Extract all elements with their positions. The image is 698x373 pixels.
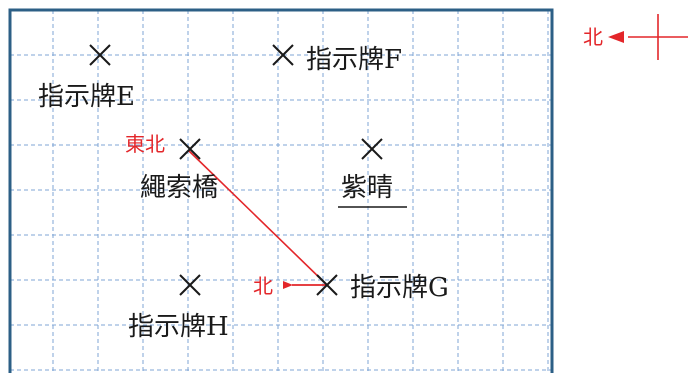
- grid: [10, 10, 552, 373]
- sign-h-label: 指示牌H: [128, 312, 229, 342]
- compass-arrow-icon: [608, 31, 624, 43]
- compass-north-label: 北: [583, 25, 603, 49]
- sign-g-marker: [316, 274, 338, 296]
- sign-h-marker: [179, 274, 201, 296]
- north-arrow-label: 北: [253, 274, 273, 298]
- bridge-marker: [179, 138, 201, 160]
- north-compass-legend: 北: [583, 14, 688, 60]
- zijing-marker: [361, 138, 383, 160]
- sign-e-label: 指示牌E: [38, 82, 135, 112]
- sign-f-marker: [272, 44, 294, 66]
- zijing-label: 紫晴: [341, 173, 393, 203]
- sign-g-label: 指示牌G: [350, 273, 449, 303]
- map-frame: [8, 8, 554, 373]
- bridge-label: 繩索橋: [140, 173, 218, 203]
- location-markers: [89, 44, 383, 296]
- sign-f-label: 指示牌F: [306, 45, 402, 75]
- sign-e-marker: [89, 44, 111, 66]
- northeast-route-line: [187, 149, 328, 286]
- northeast-label: 東北: [125, 132, 165, 156]
